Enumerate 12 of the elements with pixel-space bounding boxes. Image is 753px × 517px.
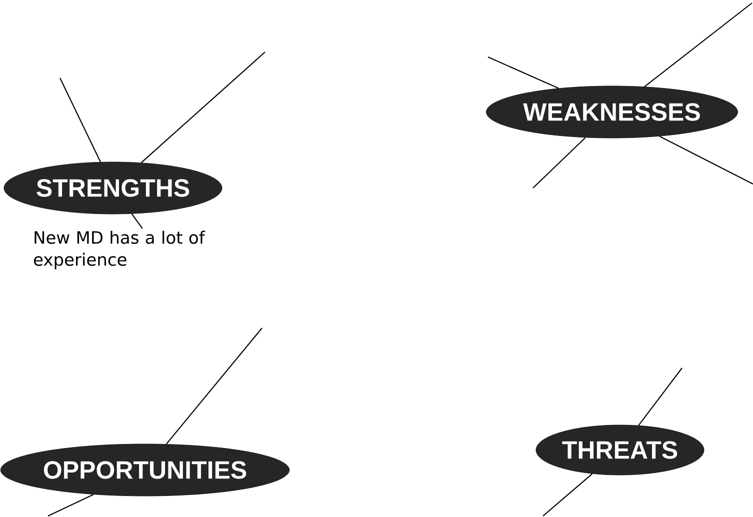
spoke-line [542, 473, 593, 516]
spoke-line [140, 52, 266, 164]
spoke-line [638, 368, 682, 426]
spoke-line [60, 78, 101, 162]
handwritten-note: New MD has a lot of experience [34, 230, 206, 270]
spoke-line [48, 494, 94, 516]
spoke-line [488, 56, 559, 89]
spoke-line [166, 328, 262, 444]
spoke-line [532, 137, 586, 188]
spoke-line [131, 213, 143, 229]
spoke-line [659, 136, 753, 184]
spoke-line [644, 2, 752, 88]
